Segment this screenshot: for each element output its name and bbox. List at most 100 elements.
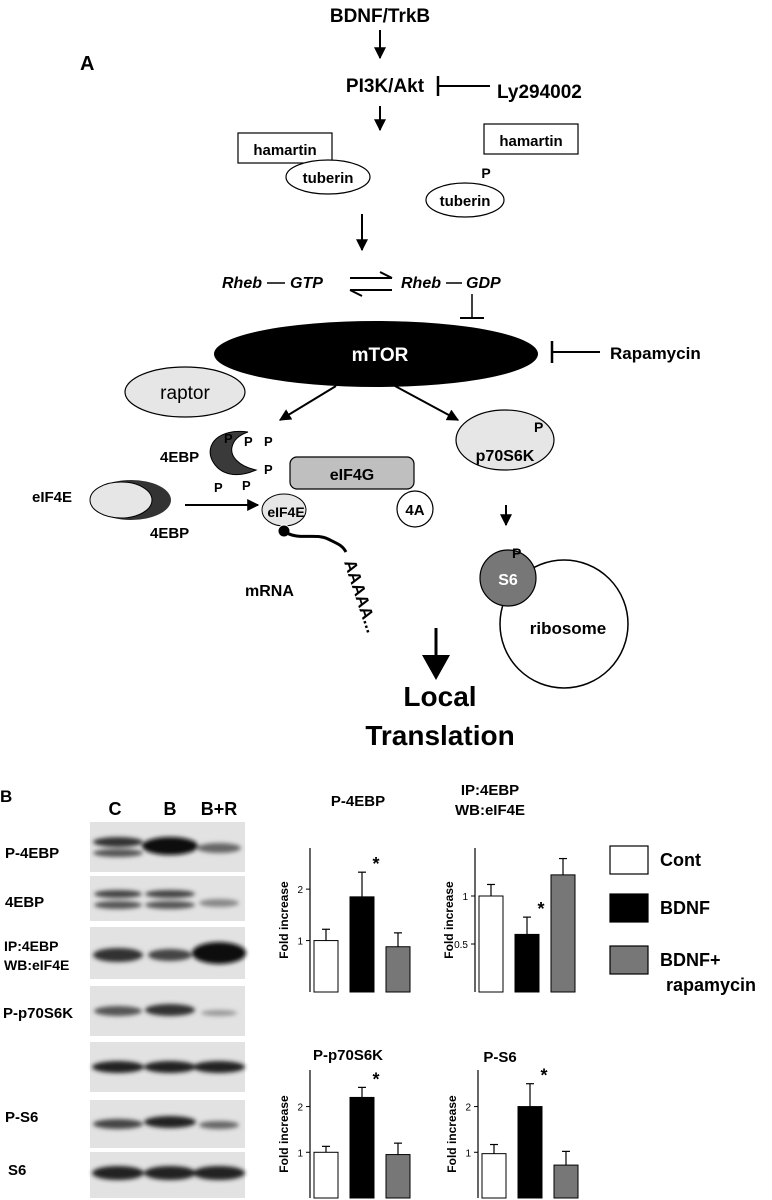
- phospho-mark-5: P: [214, 480, 223, 495]
- legend-swatch-cont: [609, 845, 649, 875]
- chart-title: P-4EBP: [331, 793, 385, 810]
- band: [142, 837, 198, 855]
- bar-bdnf: [514, 933, 540, 993]
- band: [92, 1166, 144, 1180]
- legend-label-bdnf: BDNF: [660, 898, 710, 918]
- arrow-mtor-to-4ebp: [278, 385, 337, 421]
- band: [199, 899, 239, 907]
- significance-mark: *: [372, 1069, 379, 1089]
- chart-title: IP:4EBP: [461, 782, 519, 799]
- legend-label-cont: Cont: [660, 850, 701, 870]
- blot-label-4ebp: 4EBP: [5, 894, 44, 911]
- blot-label-wb: WB:eIF4E: [4, 957, 69, 973]
- eif4g-label: eIF4G: [330, 467, 374, 484]
- pi3k-akt-label: PI3K/Akt: [346, 76, 425, 97]
- band: [197, 843, 241, 853]
- rheb-gdp-rheb: Rheb: [401, 275, 441, 292]
- equilibrium-forward-head: [379, 271, 393, 279]
- 4a-label: 4A: [405, 502, 424, 519]
- tuberin-phospho: P: [481, 165, 490, 181]
- y-tick-label: 0.5: [454, 940, 468, 951]
- mrna-label: mRNA: [245, 583, 294, 600]
- band: [94, 901, 142, 909]
- bar-cont: [313, 1151, 339, 1199]
- lane-label-br: B+R: [201, 799, 238, 819]
- chart-title: P-S6: [483, 1049, 516, 1066]
- bar-bdnf-rapamycin: [550, 874, 576, 993]
- panel-a: A BDNF/TrkB PI3K/Akt Ly294002 hamartin t…: [32, 6, 701, 751]
- ribosome-label: ribosome: [530, 619, 607, 638]
- blot-strip-4ebp: [90, 876, 245, 921]
- legend: Cont BDNF BDNF+ rapamycin: [609, 845, 756, 995]
- blot-label-ps6: P-S6: [5, 1109, 38, 1126]
- p70s6k-oval: [455, 409, 555, 471]
- bar-bdnf-rapamycin: [553, 1164, 579, 1199]
- band: [145, 901, 195, 909]
- lane-label-b: B: [164, 799, 177, 819]
- hamartin-label-2: hamartin: [499, 133, 562, 150]
- bar-bdnf-rapamycin: [385, 946, 411, 993]
- eif4e-left-oval: [89, 481, 153, 519]
- phospho-mark-1: P: [224, 431, 233, 446]
- eif4e-left-label: eIF4E: [32, 489, 72, 506]
- bar-charts: P-4EBP Fold increase 1 2 * IP:4EBPWB:eIF4EFol…: [277, 782, 579, 1199]
- blot-label-ip: IP:4EBP: [4, 938, 58, 954]
- band: [148, 949, 192, 961]
- raptor-label: raptor: [160, 383, 210, 404]
- phospho-mark-2: P: [244, 434, 253, 449]
- tuberin-oval-1: [285, 159, 371, 195]
- raptor-oval: [124, 366, 246, 418]
- blot-label-p4ebp: P-4EBP: [5, 845, 59, 862]
- 4ebp-phospho-crescent: [209, 430, 258, 476]
- y-axis-label: Fold increase: [277, 1095, 291, 1173]
- blot-bands: [92, 837, 246, 1180]
- band: [145, 1004, 195, 1016]
- western-blots: [90, 822, 246, 1198]
- band: [144, 1061, 196, 1073]
- band: [199, 1121, 239, 1129]
- y-axis-label: Fold increase: [277, 881, 291, 959]
- 4ebp-left-label: 4EBP: [150, 525, 189, 542]
- blot-label-pp70s6k: P-p70S6K: [3, 1005, 73, 1022]
- bar-cont: [478, 895, 504, 993]
- band: [93, 948, 143, 962]
- output-line-2: Translation: [365, 720, 514, 751]
- chart-title: P-p70S6K: [313, 1047, 383, 1064]
- mrna-strand: [286, 531, 348, 553]
- 4ebp-phospho-label: 4EBP: [160, 449, 199, 466]
- y-tick-label: 1: [465, 1148, 471, 1159]
- y-tick-label: 2: [465, 1103, 471, 1114]
- legend-label-rapamycin: rapamycin: [666, 975, 756, 995]
- band: [93, 1119, 143, 1129]
- y-tick-label: 2: [297, 1103, 303, 1114]
- bar-bdnf: [349, 1096, 375, 1199]
- band: [201, 1010, 237, 1016]
- p70s6k-label: p70S6K: [476, 448, 535, 465]
- phospho-mark-4: P: [264, 462, 273, 477]
- mtor-oval: [214, 321, 538, 387]
- tuberin-label-1: tuberin: [303, 170, 354, 187]
- band: [93, 837, 143, 847]
- eif4e-bound-label: eIF4E: [267, 504, 304, 520]
- bdnf-trkb-label: BDNF/TrkB: [330, 6, 430, 27]
- phospho-mark-3: P: [264, 434, 273, 449]
- band: [193, 1166, 245, 1180]
- blot-label-s6: S6: [8, 1162, 26, 1179]
- big-arrow-head: [422, 655, 450, 680]
- phospho-mark-6: P: [242, 478, 251, 493]
- legend-swatch-bdnf-rapamycin: [609, 945, 649, 975]
- bar-cont: [481, 1153, 507, 1199]
- eif4g-box: [289, 456, 415, 490]
- equilibrium-reverse-head: [349, 289, 363, 297]
- s6-phospho: P: [512, 545, 521, 561]
- rheb-gtp-gtp: GTP: [290, 275, 323, 292]
- arrow-mtor-to-p70s6k: [394, 385, 460, 421]
- rheb-gdp-gdp: GDP: [466, 275, 501, 292]
- significance-mark: *: [540, 1066, 547, 1086]
- panel-a-label: A: [80, 53, 94, 75]
- hamartin-box-2: [483, 123, 579, 155]
